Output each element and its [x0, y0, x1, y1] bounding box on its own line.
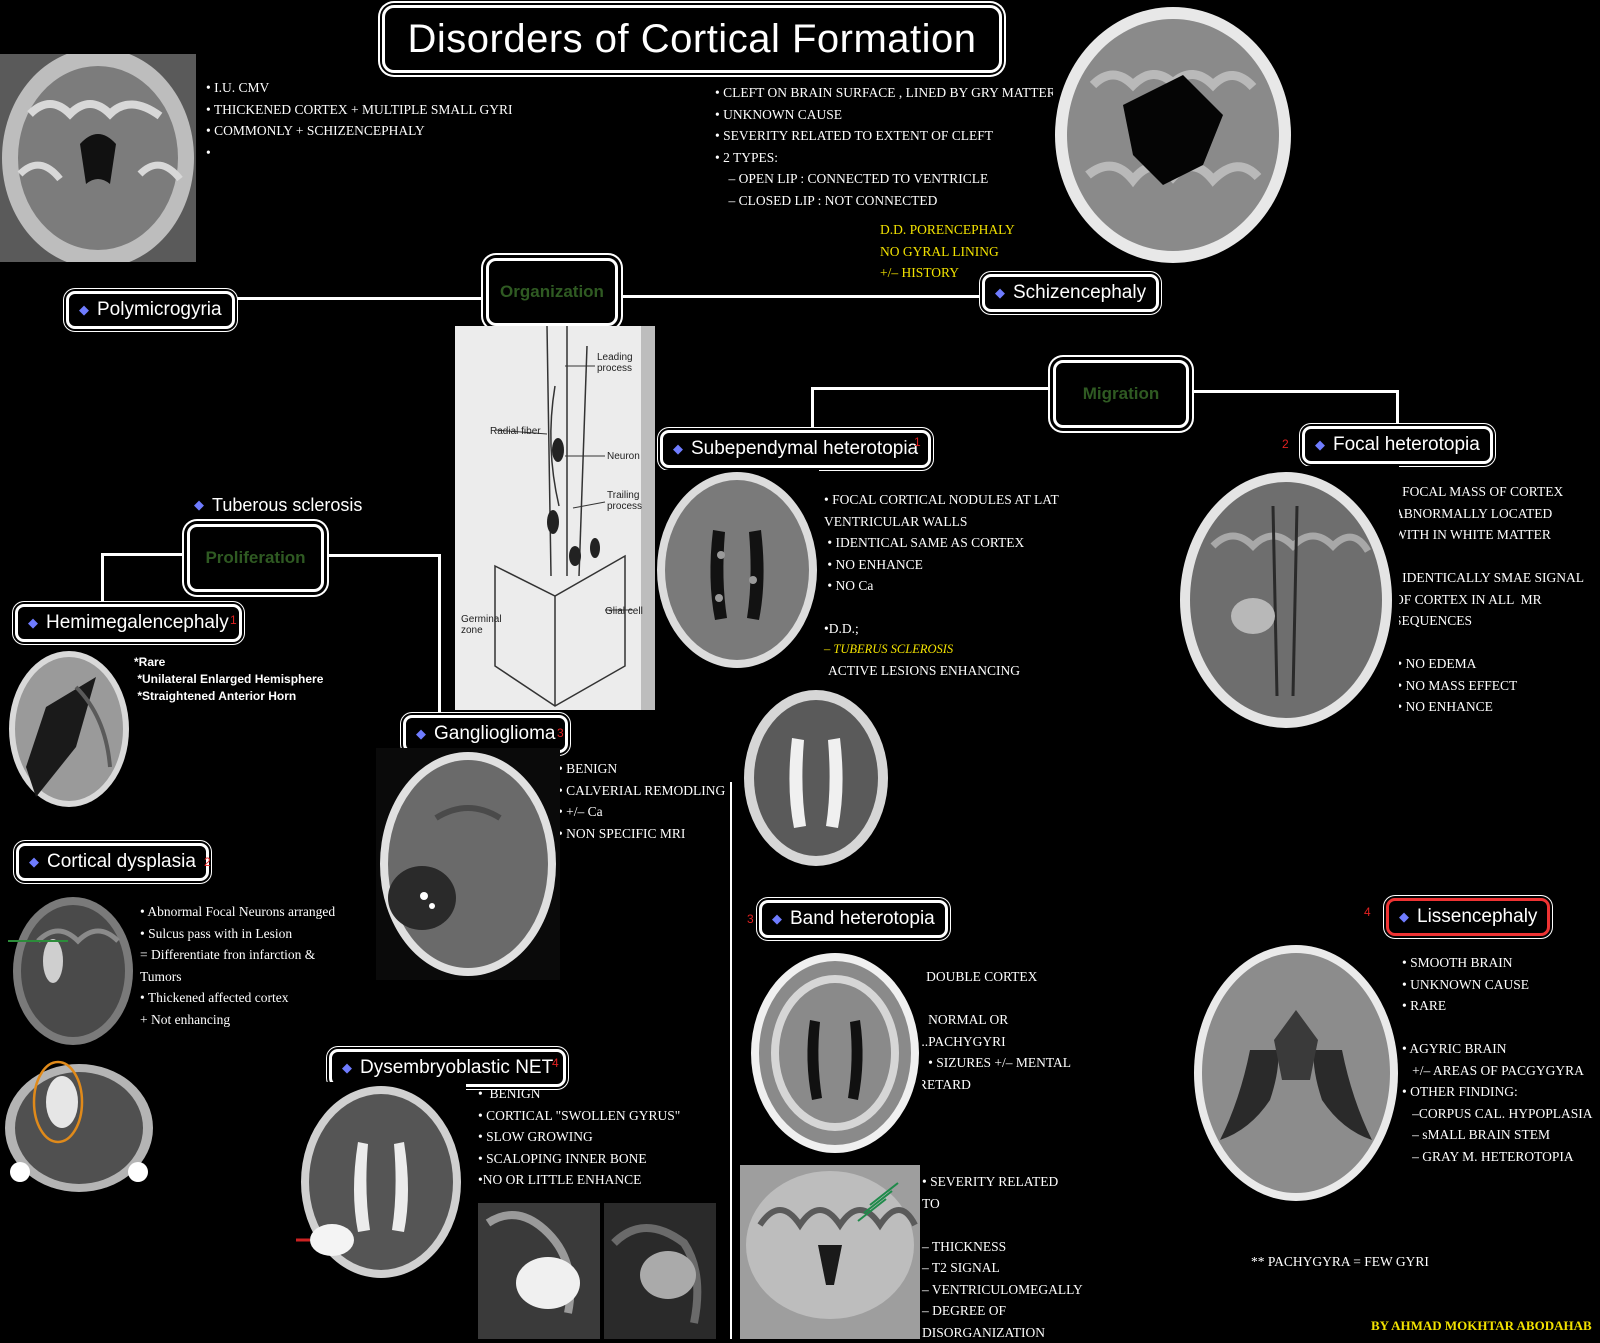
number-dnet: 4	[552, 1056, 559, 1070]
node-band-heterotopia: ◆ Band heterotopia	[759, 900, 948, 938]
scan-dnet-t2	[296, 1082, 466, 1282]
node-dnet-label: Dysembryoblastic NET	[360, 1057, 554, 1078]
node-cortical-dysplasia-label: Cortical dysplasia	[47, 851, 196, 872]
number-focal: 2	[1282, 437, 1289, 451]
node-lissencephaly: ◆ Lissencephaly	[1386, 898, 1551, 936]
diamond-icon: ◆	[342, 1060, 352, 1075]
connector-migration-left-drop	[811, 387, 814, 432]
category-organization: Organization	[486, 258, 618, 326]
connector-migration-left	[811, 387, 1051, 390]
diamond-icon: ◆	[673, 441, 683, 456]
notes-schizencephaly-dd: D.D. PORENCEPHALY NO GYRAL LINING +/– HI…	[880, 222, 1015, 280]
notes-band-severity: • SEVERITY RELATED TO – THICKNESS – T2 S…	[922, 1174, 1083, 1340]
notes-subependymal-tail: ACTIVE LESIONS ENHANCING	[828, 663, 1020, 678]
category-migration: Migration	[1053, 360, 1189, 428]
scan-focal-heterotopia	[1173, 466, 1399, 734]
connector-organization-polymicrogyria	[224, 297, 486, 300]
node-ganglioglioma-label: Ganglioglioma	[434, 723, 556, 744]
diamond-icon: ◆	[1315, 437, 1325, 452]
notes-schizencephaly: • CLEFT ON BRAIN SURFACE , LINED BY GRY …	[715, 85, 1056, 208]
diamond-icon: ◆	[28, 615, 38, 630]
node-tuberous-label: Tuberous sclerosis	[212, 494, 363, 515]
number-ganglioglioma: 3	[557, 726, 564, 740]
node-subependymal-heterotopia: ◆ Subependymal heterotopia	[660, 430, 932, 468]
number-lissencephaly: 4	[1364, 905, 1371, 919]
notes-focal: • FOCAL MASS OF CORTEX ABNORMALLY LOCATE…	[1394, 484, 1584, 714]
scan-hemimegalencephaly	[6, 647, 132, 811]
scan-band-heterotopia-coronal	[740, 1165, 920, 1339]
scan-lissencephaly	[1190, 940, 1402, 1206]
connector-organization-schizencephaly	[615, 295, 983, 298]
node-schizencephaly-label: Schizencephaly	[1013, 282, 1147, 303]
diamond-icon: ◆	[1399, 909, 1409, 924]
node-polymicrogyria-label: Polymicrogyria	[97, 299, 222, 320]
node-schizencephaly: ◆ Schizencephaly	[982, 274, 1160, 312]
node-tuberous-sclerosis: ◆ Tuberous sclerosis	[194, 493, 362, 517]
notes-cortical-dysplasia: • Abnormal Focal Neurons arranged • Sulc…	[140, 904, 336, 1027]
number-cortical-dysplasia: 2	[204, 855, 211, 869]
connector-migration-right-drop	[1396, 390, 1399, 426]
scan-dnet-zoom-t2	[478, 1203, 600, 1339]
diagram-label-neuron: Neuron	[607, 451, 640, 462]
notes-hemimegalencephaly: *Rare *Unilateral Enlarged Hemisphere *S…	[134, 655, 324, 703]
scan-dnet-zoom-flair	[604, 1203, 716, 1339]
scan-band-heterotopia-axial	[748, 950, 922, 1156]
diagram-label-radial: Radial fiber	[490, 426, 541, 437]
author-credit: BY AHMAD MOKHTAR ABODAHAB	[1371, 1318, 1592, 1333]
connector-proliferation-left-drop	[101, 553, 104, 603]
node-focal-label: Focal heterotopia	[1333, 434, 1480, 455]
diamond-icon: ◆	[194, 497, 204, 512]
node-polymicrogyria: ◆ Polymicrogyria	[66, 291, 235, 329]
node-subependymal-label: Subependymal heterotopia	[691, 438, 919, 459]
notes-lissencephaly: • SMOOTH BRAIN • UNKNOWN CAUSE • RARE • …	[1402, 955, 1593, 1164]
node-band-label: Band heterotopia	[790, 908, 935, 929]
connector-proliferation-right	[323, 554, 440, 557]
number-band: 3	[747, 912, 754, 926]
connector-proliferation-left	[101, 553, 187, 556]
connector-migration-right	[1188, 390, 1399, 393]
notes-band: • DOUBLE CORTEX • NORMAL OR ...PACHYGYRI…	[918, 969, 1072, 1092]
node-cortical-dysplasia: ◆ Cortical dysplasia	[16, 843, 209, 881]
notes-polymicrogyria: • I.U. CMV • THICKENED CORTEX + MULTIPLE…	[206, 80, 513, 160]
diagram-label-glial: Glial cell	[605, 606, 643, 617]
scan-polymicrogyria	[0, 54, 196, 262]
node-focal-heterotopia: ◆ Focal heterotopia	[1302, 426, 1493, 464]
connector-proliferation-right-drop	[438, 554, 441, 714]
divider-vertical	[730, 782, 732, 1339]
scan-cortical-dysplasia-t2	[0, 1058, 158, 1192]
scan-subependymal-t2	[736, 678, 896, 878]
scan-cortical-dysplasia-flair	[8, 891, 138, 1045]
diamond-icon: ◆	[79, 302, 89, 317]
diamond-icon: ◆	[416, 726, 426, 741]
diamond-icon: ◆	[772, 911, 782, 926]
diamond-icon: ◆	[29, 854, 39, 869]
notes-subependymal: • FOCAL CORTICAL NODULES AT LAT VENTRICU…	[824, 492, 1059, 636]
notes-dnet: • BENIGN • CORTICAL "SWOLLEN GYRUS" • SL…	[478, 1086, 681, 1187]
notes-ganglioglioma: • BENIGN • CALVERIAL REMODLING • +/– Ca …	[558, 761, 726, 841]
notes-subependymal-dd-item: – TUBERUS SCLEROSIS	[824, 642, 954, 656]
diamond-icon: ◆	[995, 285, 1005, 300]
page-title: Disorders of Cortical Formation	[382, 5, 1002, 73]
number-subependymal: 1	[914, 435, 921, 449]
scan-ganglioglioma	[376, 748, 560, 980]
node-lissencephaly-label: Lissencephaly	[1417, 906, 1538, 927]
node-hemimegalencephaly: ◆ Hemimegalencephaly	[15, 604, 242, 642]
scan-schizencephaly	[1053, 5, 1293, 267]
notes-pachygyra: ** PACHYGYRA = FEW GYRI	[1251, 1254, 1429, 1269]
scan-subependymal-t1	[655, 470, 819, 670]
node-hemimegalencephaly-label: Hemimegalencephaly	[46, 612, 229, 633]
number-hemimegalencephaly: 1	[230, 613, 237, 627]
category-proliferation: Proliferation	[187, 524, 324, 592]
